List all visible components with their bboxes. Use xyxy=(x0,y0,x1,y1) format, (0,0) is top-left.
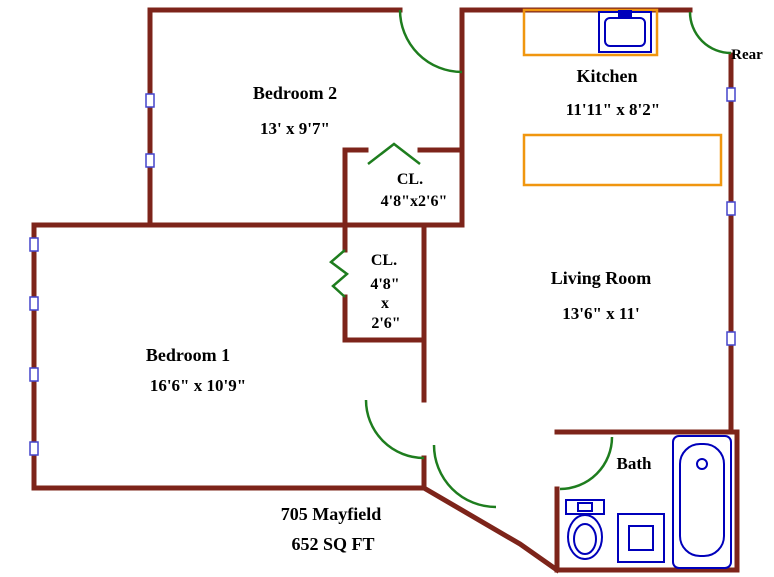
closet-lower-name-label: CL. xyxy=(371,252,397,269)
counter-top-icon xyxy=(522,8,659,57)
bedroom1-dims-label: 16'6" x 10'9" xyxy=(150,376,246,395)
labels: Bedroom 2 13' x 9'7" Kitchen 11'11" x 8'… xyxy=(146,47,763,554)
toilet-icon xyxy=(565,499,605,560)
window-marker xyxy=(145,153,155,168)
hallway-door-arc-icon xyxy=(432,444,497,509)
window-markers xyxy=(29,87,736,456)
kitchen-name-label: Kitchen xyxy=(577,66,638,86)
living-dims-label: 13'6" x 11' xyxy=(562,304,639,323)
living-name-label: Living Room xyxy=(551,268,652,288)
closet-lower-dims-line1: 4'8" xyxy=(370,276,399,293)
window-marker xyxy=(726,87,736,102)
rear-label: Rear xyxy=(731,47,763,63)
doors xyxy=(329,9,732,509)
wall-hall-diagonal xyxy=(420,484,561,574)
bath-sink-icon xyxy=(617,513,665,563)
closet-upper-dims-label: 4'8"x2'6" xyxy=(381,193,448,210)
window-marker xyxy=(29,367,39,382)
fixtures xyxy=(565,10,732,569)
footer-area: 652 SQ FT xyxy=(291,534,374,554)
walls xyxy=(31,7,740,574)
bedroom2-door-arc-icon xyxy=(398,9,463,74)
footer-address: 705 Mayfield xyxy=(281,504,382,524)
window-marker xyxy=(29,237,39,252)
closet-upper-bifold-icon xyxy=(367,142,421,165)
bathtub-icon xyxy=(672,435,732,569)
counter-island-icon xyxy=(522,133,723,187)
bath-name-label: Bath xyxy=(617,454,653,473)
kitchen-dims-label: 11'11" x 8'2" xyxy=(566,100,660,119)
rear-door-arc-icon xyxy=(688,11,732,55)
closet-lower-dims-line2: x xyxy=(381,295,389,312)
window-marker xyxy=(726,201,736,216)
kitchen-sink-icon xyxy=(598,10,652,53)
bedroom1-door-arc-icon xyxy=(364,399,425,460)
window-marker xyxy=(29,296,39,311)
window-marker xyxy=(726,331,736,346)
window-marker xyxy=(29,441,39,456)
kitchen-counters xyxy=(522,8,723,187)
closet-upper-name-label: CL. xyxy=(397,171,423,188)
bedroom1-name-label: Bedroom 1 xyxy=(146,345,230,365)
bedroom2-name-label: Bedroom 2 xyxy=(253,83,337,103)
closet-lower-dims-line3: 2'6" xyxy=(371,315,400,332)
closet-lower-accordion-icon xyxy=(329,249,349,298)
bath-door-arc-icon xyxy=(559,436,614,491)
bedroom2-dims-label: 13' x 9'7" xyxy=(260,119,330,138)
window-marker xyxy=(145,93,155,108)
